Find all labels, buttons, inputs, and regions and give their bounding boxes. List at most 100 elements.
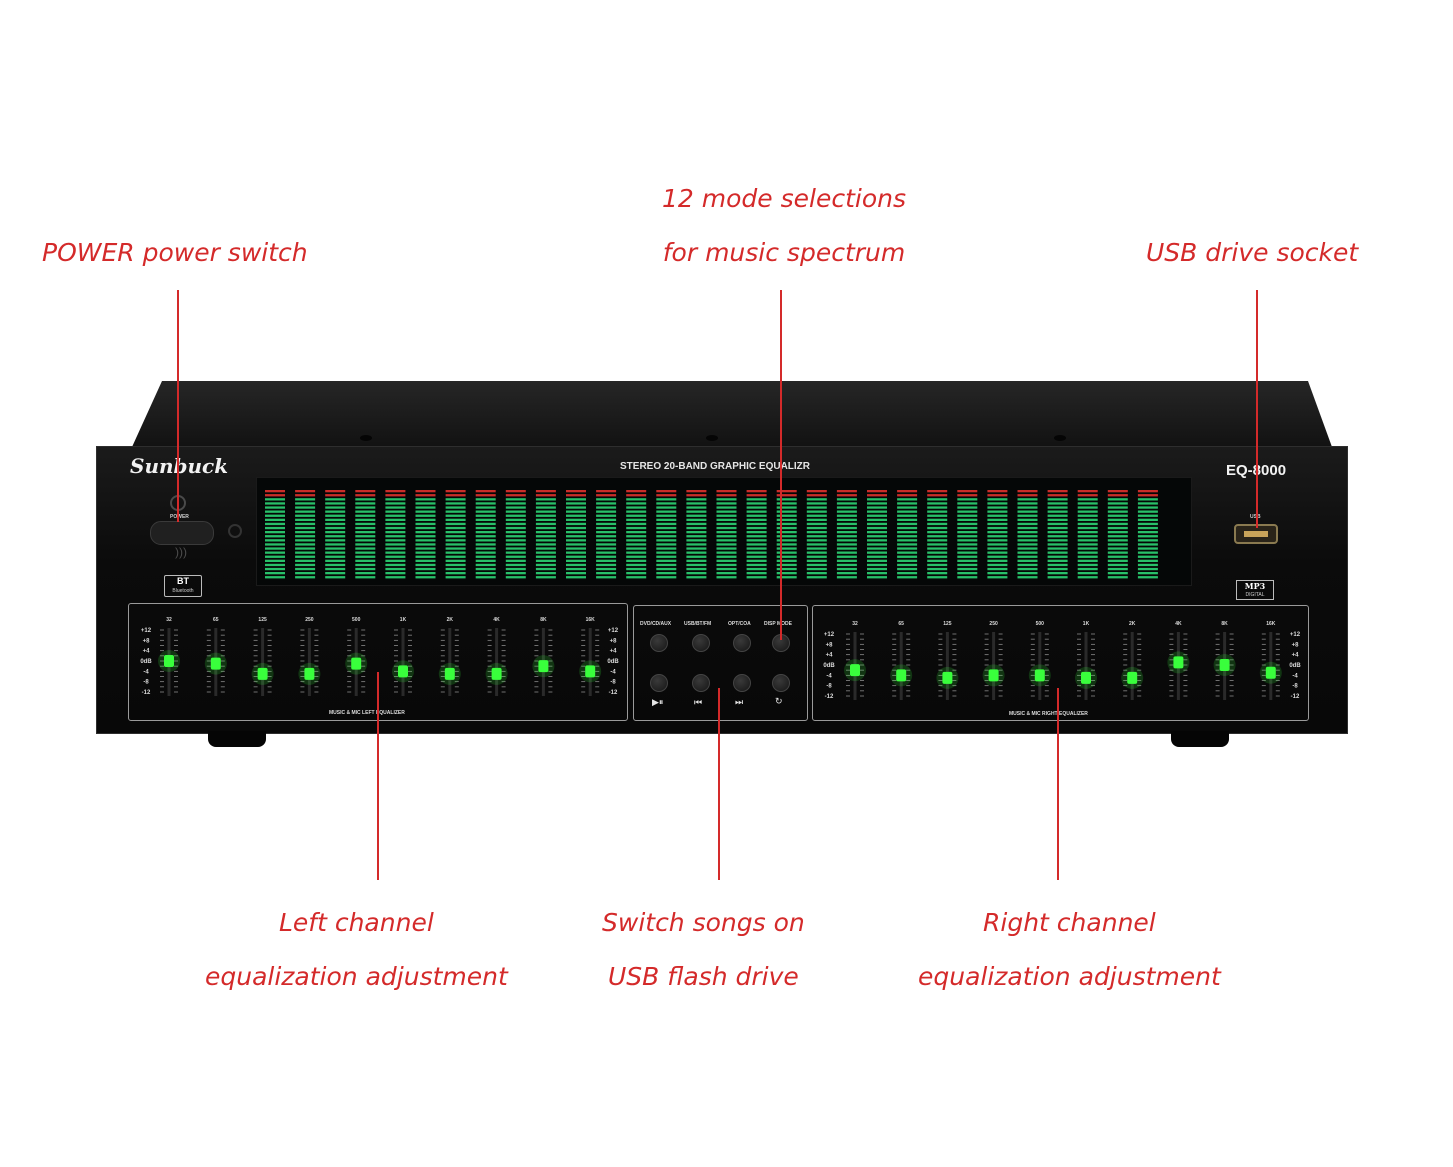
- spectrum-bar: [505, 490, 526, 579]
- eq-slider-knob[interactable]: [942, 671, 953, 684]
- previous-track-button[interactable]: [692, 674, 710, 692]
- eq-scale-label: -8: [610, 680, 616, 686]
- callout-songs-line1: Switch songs on: [602, 908, 805, 937]
- eq-slider-track: [1130, 632, 1134, 700]
- spectrum-bar: [1047, 490, 1068, 579]
- eq-scale-label: 0dB: [823, 663, 835, 669]
- spectrum-bar: [626, 490, 647, 579]
- next-icon: ⏭: [735, 697, 744, 707]
- callout-usb: USB drive socket: [1146, 226, 1358, 280]
- input-opt-button[interactable]: [733, 634, 751, 652]
- eq-scale-label: -4: [143, 669, 149, 675]
- eq-scale-label: 0dB: [140, 659, 152, 665]
- eq-scale-label: +12: [141, 628, 152, 634]
- eq-slider-track: [495, 628, 499, 696]
- mp3-badge: MP3 DIGITAL: [1236, 580, 1274, 600]
- spectrum-bar: [716, 490, 737, 579]
- eq-frequency-label: 16K: [1266, 621, 1276, 627]
- eq-frequency-label: 2K: [1129, 621, 1136, 627]
- eq-slider-track: [401, 628, 405, 696]
- eq-slider-knob[interactable]: [988, 669, 999, 682]
- leader-switch-songs: [718, 688, 720, 880]
- play-pause-button[interactable]: [650, 674, 668, 692]
- eq-slider-knob[interactable]: [491, 667, 502, 680]
- eq-slider-knob[interactable]: [257, 667, 268, 680]
- leader-right-channel: [1057, 688, 1059, 880]
- eq-slider-knob[interactable]: [1081, 671, 1091, 684]
- eq-scale-label: +8: [826, 642, 834, 648]
- callout-songs-line2: USB flash drive: [607, 962, 799, 991]
- eq-scale-label: -12: [1291, 694, 1300, 700]
- spectrum-bar: [385, 490, 406, 579]
- eq-scale-label: +12: [1290, 632, 1301, 638]
- wireless-wave-icon: ))): [175, 545, 187, 559]
- spectrum-bar: [566, 490, 586, 579]
- callout-power-text: POWER power switch: [42, 238, 308, 267]
- eq-frequency-label: 125: [258, 617, 267, 623]
- eq-frequency-label: 1K: [400, 617, 407, 623]
- spectrum-bar: [746, 490, 767, 579]
- eq-scale-label: +12: [824, 632, 835, 638]
- eq-slider-knob[interactable]: [850, 664, 860, 677]
- eq-slider-knob[interactable]: [1034, 669, 1045, 682]
- power-switch[interactable]: [150, 521, 214, 545]
- input-label-opt: OPT/COA: [728, 621, 751, 627]
- eq-scale-label: 0dB: [1289, 663, 1301, 669]
- eq-frequency-label: 125: [943, 621, 952, 627]
- leader-left-channel: [377, 672, 379, 880]
- screw: [706, 435, 718, 441]
- eq-scale-label: +4: [143, 649, 151, 655]
- eq-scale-label: -8: [143, 680, 149, 686]
- ir-sensor-icon: [228, 524, 242, 538]
- eq-scale-label: 0dB: [607, 659, 619, 665]
- eq-slider-knob[interactable]: [896, 669, 907, 682]
- eq-frequency-label: 250: [989, 621, 998, 627]
- callout-mode-line2: for music spectrum: [662, 238, 906, 267]
- callout-left-channel: Left channel equalization adjustment: [205, 896, 508, 1004]
- eq-frequency-label: 500: [352, 617, 361, 623]
- eq-frequency-label: 500: [1036, 621, 1045, 627]
- eq-slider-knob[interactable]: [1265, 666, 1276, 679]
- repeat-button[interactable]: [772, 674, 790, 692]
- spectrum-bar: [445, 490, 466, 579]
- eq-slider-knob[interactable]: [444, 667, 455, 680]
- eq-slider-knob[interactable]: [1173, 656, 1184, 669]
- eq-slider-knob[interactable]: [304, 667, 315, 680]
- eq-scale-label: -8: [826, 684, 832, 690]
- next-track-button[interactable]: [733, 674, 751, 692]
- spectrum-bar: [1137, 490, 1158, 579]
- spectrum-bar: [897, 490, 918, 579]
- spectrum-display: [256, 477, 1192, 586]
- eq-scale-label: +12: [608, 628, 619, 634]
- eq-frequency-label: 32: [166, 617, 172, 623]
- eq-scale-label: -12: [609, 690, 618, 696]
- eq-slider-knob[interactable]: [538, 660, 549, 673]
- eq-slider-knob[interactable]: [398, 665, 408, 678]
- eq-slider-knob[interactable]: [164, 655, 174, 667]
- eq-slider-knob[interactable]: [585, 665, 596, 678]
- leader-mode: [780, 290, 782, 640]
- eq-frequency-label: 65: [213, 617, 219, 623]
- spectrum-bar: [867, 490, 887, 579]
- spectrum-bar: [686, 490, 707, 579]
- eq-slider-knob[interactable]: [1127, 671, 1138, 684]
- eq-slider-knob[interactable]: [1219, 659, 1230, 671]
- right-equalizer-label: MUSIC & MIC RIGHT EQUALIZER: [1009, 711, 1088, 717]
- eq-frequency-label: 250: [305, 617, 314, 623]
- spectrum-bar: [325, 490, 346, 579]
- eq-slider-track: [448, 628, 452, 696]
- screw: [360, 435, 372, 441]
- eq-frequency-label: 1K: [1083, 621, 1090, 627]
- input-usb-button[interactable]: [692, 634, 710, 652]
- callout-left-line2: equalization adjustment: [205, 962, 508, 991]
- spectrum-bar: [596, 490, 617, 579]
- callout-usb-text: USB drive socket: [1146, 238, 1359, 267]
- eq-slider-track: [261, 628, 265, 696]
- eq-slider-knob[interactable]: [351, 657, 362, 670]
- input-dvd-button[interactable]: [650, 634, 668, 652]
- device-top-cover: [132, 381, 1332, 447]
- eq-scale-label: -12: [142, 690, 151, 696]
- eq-slider-knob[interactable]: [210, 657, 221, 670]
- device-foot: [208, 731, 266, 747]
- input-label-disp-mode: DISP MODE: [764, 621, 792, 627]
